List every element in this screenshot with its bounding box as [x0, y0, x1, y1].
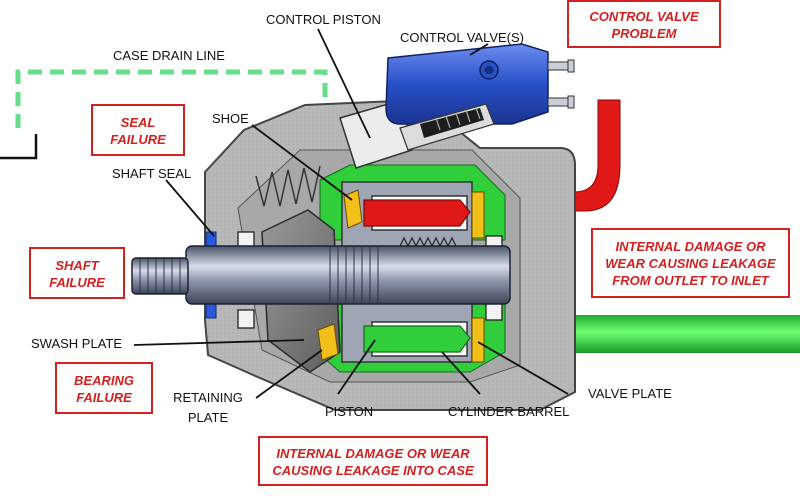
label-swash-plate: SWASH PLATE — [31, 336, 123, 351]
shaft-spline — [131, 257, 189, 295]
failure-leak-outlet-to-inlet: INTERNAL DAMAGE OR WEAR CAUSING LEAKAGE … — [591, 228, 790, 298]
label-shaft-seal: SHAFT SEAL — [112, 166, 192, 181]
label-retaining-plate: RETAINING PLATE — [172, 388, 244, 428]
failure-leak-outlet-line1: INTERNAL DAMAGE OR — [615, 239, 766, 254]
piston-lower — [363, 325, 471, 353]
label-retaining-plate-line1: RETAINING — [173, 390, 243, 405]
failure-leak-outlet-line2: WEAR CAUSING LEAKAGE — [605, 256, 776, 271]
failure-shaft-line2: FAILURE — [49, 275, 105, 290]
leader-lines — [133, 28, 569, 399]
failure-bearing-line2: FAILURE — [76, 390, 132, 405]
failure-seal-line1: SEAL — [120, 115, 156, 130]
valve-plate-lower — [471, 317, 485, 363]
spline-teeth — [139, 258, 181, 294]
control-valve-body — [385, 43, 549, 125]
control-spring — [255, 165, 321, 207]
outlet-pipe — [541, 99, 621, 212]
inlet-pipe — [543, 315, 800, 353]
failure-bearing-line1: BEARING — [74, 373, 134, 388]
shoe-upper — [343, 189, 363, 229]
case-drain-line — [15, 69, 328, 128]
failure-control-valve-line2: PROBLEM — [611, 26, 677, 41]
valve-adjusters — [547, 59, 575, 109]
valve-bolt-icon — [479, 60, 499, 80]
piston-upper-pressure — [363, 199, 471, 227]
label-retaining-plate-line2: PLATE — [187, 410, 229, 425]
label-piston: PISTON — [325, 404, 374, 419]
label-control-piston: CONTROL PISTON — [266, 12, 381, 27]
failure-shaft-line1: SHAFT — [55, 258, 99, 273]
drain-return-bracket — [0, 134, 38, 160]
failure-control-valve-problem: CONTROL VALVE PROBLEM — [567, 0, 721, 48]
control-valve-stem — [399, 103, 495, 151]
label-cylinder-barrel: CYLINDER BARREL — [448, 404, 570, 419]
valve-plate-upper — [471, 191, 485, 239]
shoe-lower — [317, 323, 339, 361]
failure-leak-outlet-line3: FROM OUTLET TO INLET — [612, 273, 769, 288]
label-valve-plate: VALVE PLATE — [588, 386, 672, 401]
failure-bearing: BEARING FAILURE — [55, 362, 153, 414]
label-control-valves: CONTROL VALVE(S) — [400, 30, 525, 45]
barrel-spline-teeth — [329, 246, 379, 304]
failure-leak-case-line2: CAUSING LEAKAGE INTO CASE — [272, 463, 474, 478]
label-case-drain-line: CASE DRAIN LINE — [113, 48, 225, 63]
label-shoe: SHOE — [212, 111, 249, 126]
failure-seal-line2: FAILURE — [110, 132, 166, 147]
failure-control-valve-line1: CONTROL VALVE — [589, 9, 699, 24]
failure-leak-case-line1: INTERNAL DAMAGE OR WEAR — [276, 446, 470, 461]
failure-seal: SEAL FAILURE — [91, 104, 185, 156]
failure-shaft: SHAFT FAILURE — [29, 247, 125, 299]
failure-leak-into-case: INTERNAL DAMAGE OR WEAR CAUSING LEAKAGE … — [258, 436, 488, 486]
drive-shaft — [185, 245, 511, 305]
